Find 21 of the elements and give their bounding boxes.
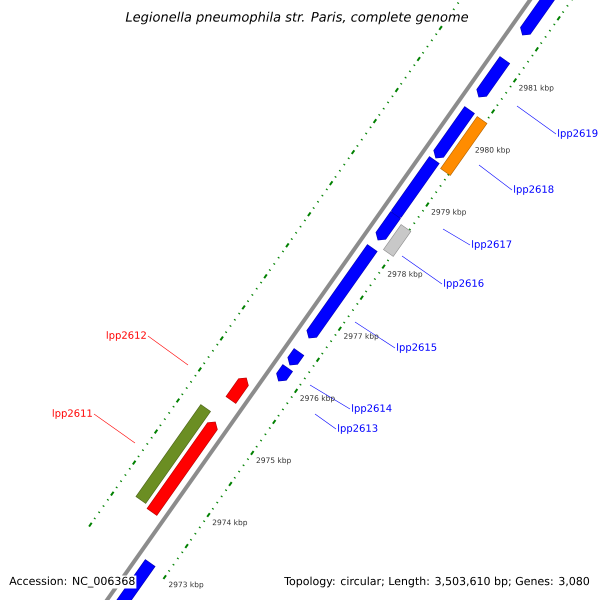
gene-label: lpp2619 [558,129,598,139]
gene-label: lpp2617 [472,240,512,250]
leader-line [310,384,350,410]
leader-line [94,414,136,444]
leader-line [314,414,336,430]
genome-info-text: Topology: circular; Length: 3,503,610 bp; Genes: 3,080 [283,576,591,588]
accession-text: Accession: NC_006368 [8,576,136,588]
leader-line [402,256,442,284]
leader-line [354,322,396,348]
leader-line [478,164,512,190]
gene-label: lpp2611 [52,409,92,419]
gene-label: lpp2618 [514,185,554,195]
title: Legionella pneumophila str. Paris, complete genome [124,10,470,26]
gene-label: lpp2616 [444,279,484,289]
leader-line [148,336,188,366]
gene-label: lpp2614 [352,404,392,414]
gene-label: lpp2615 [397,343,436,353]
leader-line [442,228,470,246]
gene-label: lpp2613 [338,424,378,434]
leader-line [516,106,556,134]
gene-label: lpp2612 [106,331,146,341]
